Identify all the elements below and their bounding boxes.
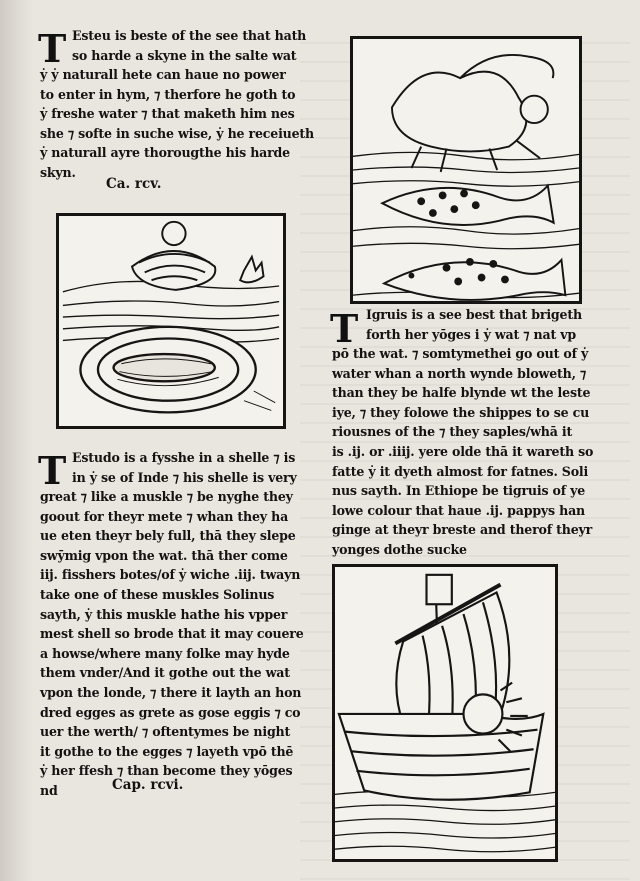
text-line: she ⁊ softe in suche wise, ẏ he receiuet…	[40, 125, 315, 141]
text-line: than they be halfe blynde wt the leste	[332, 385, 591, 401]
text-line: mest shell so brode that it may couere	[40, 626, 304, 642]
text-block-testeu: Esteu is beste of the see that hath so h…	[72, 26, 306, 65]
text-line: it gothe to the egges ⁊ layeth vpō thē	[40, 743, 294, 759]
text-line: fatte ẏ it dyeth almost for fatnes. Soli	[332, 463, 589, 479]
mussel-illustration	[62, 220, 280, 414]
text-line: them vnder/And it gothe out the wat	[40, 665, 290, 681]
text-line: is .ij. or .iiij. yere olde thā it waret…	[332, 443, 594, 459]
text-line: ẏ naturall ayre thorougthe his harde	[40, 145, 290, 161]
text-line: ẏ her ffesh ⁊ than become they yōges	[40, 763, 293, 779]
text-line: pō the wat. ⁊ somtymethei go out of ẏ	[332, 346, 589, 361]
text-line: Esteu is beste of the see that hath	[72, 28, 307, 43]
text-line: water whan a north wynde bloweth, ⁊	[332, 365, 587, 381]
giant-mussel-woodcut	[56, 213, 286, 429]
text-line: ẏ freshe water ⁊ that maketh him nes	[40, 106, 295, 122]
text-line: forth her yōges i ẏ wat ⁊ nat vp	[366, 326, 576, 342]
text-line: take one of these muskles Solinus	[40, 586, 275, 602]
text-line: riousnes of the ⁊ they saples/whā it	[332, 424, 573, 440]
text-line: nd	[40, 782, 58, 798]
text-line: uer the werth/ ⁊ oftentymes be night	[40, 724, 291, 740]
lobster-over-fish-woodcut	[350, 36, 582, 304]
text-line: iij. fisshers botes/of ẏ wiche .iij. twa…	[40, 567, 301, 583]
text-block-testudo: Estudo is a fysshe in a shelle ⁊ is in ẏ…	[72, 448, 297, 487]
drop-initial: T	[38, 448, 67, 493]
text-block-testeu-cont: ẏ ẏ naturall hete can haue no power to e…	[40, 65, 314, 183]
text-block-tigruis: Igruis is a see best that brigeth forth …	[366, 305, 582, 344]
text-line: nus sayth. In Ethiope be tigruis of ye	[332, 483, 586, 499]
text-line: Estudo is a fysshe in a shelle ⁊ is	[72, 450, 296, 465]
page-gutter	[0, 0, 34, 881]
ship-illustration	[335, 573, 555, 853]
text-line: Igruis is a see best that brigeth	[366, 307, 582, 322]
text-line: so harde a skyne in the salte wat	[72, 47, 297, 63]
text-line: dred egges as grete as gose eggis ⁊ co	[40, 704, 301, 720]
drop-initial: T	[38, 26, 67, 71]
text-line: iye, ⁊ they folowe the shippes to se cu	[332, 404, 590, 420]
text-block-tigruis-cont: pō the wat. ⁊ somtymethei go out of ẏ wa…	[332, 344, 593, 560]
text-line: vpon the londe, ⁊ there it layth an hon	[40, 684, 302, 700]
lobster-fish-illustration	[353, 53, 579, 301]
text-line: ginge at theyr breste and therof theyr	[332, 522, 593, 538]
text-line: lowe colour that haue .ij. pappys han	[332, 502, 585, 518]
text-line: goout for theyr mete ⁊ whan they ha	[40, 508, 289, 524]
text-line: ẏ ẏ naturall hete can haue no power	[40, 67, 286, 82]
chapter-heading: Ca. rcv.	[106, 176, 162, 192]
text-line: swȳmig vpon the wat. thā ther come	[40, 547, 288, 563]
chapter-heading: Cap. rcvi.	[112, 777, 184, 793]
ship-with-sea-beast-woodcut	[332, 564, 558, 862]
text-line: a howse/where many folke may hyde	[40, 645, 290, 661]
text-line: great ⁊ like a muskle ⁊ be nyghe they	[40, 489, 293, 504]
text-line: to enter in hym, ⁊ therfore he goth to	[40, 86, 296, 102]
text-line: in ẏ se of Inde ⁊ his shelle is very	[72, 469, 297, 485]
text-line: sayth, ẏ this muskle hathe his vpper	[40, 606, 288, 622]
text-line: skyn.	[40, 164, 76, 180]
text-line: yonges dothe sucke	[332, 541, 467, 557]
drop-initial: T	[330, 306, 359, 351]
text-line: ue eten theyr bely full, thā they slepe	[40, 528, 296, 544]
text-block-testudo-cont: great ⁊ like a muskle ⁊ be nyghe they go…	[40, 487, 304, 801]
